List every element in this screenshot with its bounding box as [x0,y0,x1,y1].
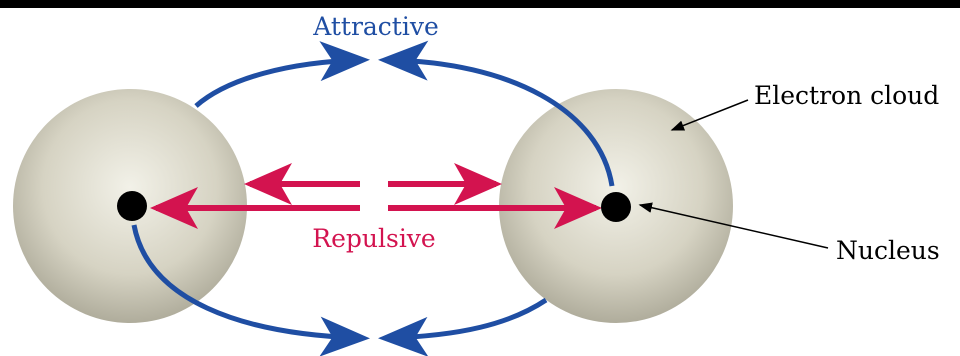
attractive-arrow-top-left [196,60,360,106]
nucleus-right [601,192,631,222]
repulsive-label: Repulsive [312,224,435,253]
nucleus-left [117,191,147,221]
attractive-label: Attractive [312,12,439,41]
attractive-arrow-bottom-right [388,300,546,338]
electron-cloud-label: Electron cloud [754,81,939,110]
nucleus-label: Nucleus [836,236,940,265]
